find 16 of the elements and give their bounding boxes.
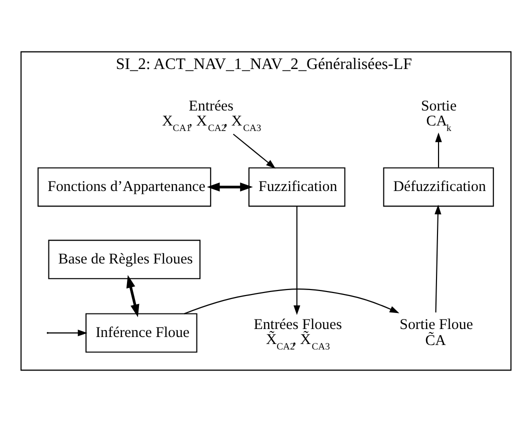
arrow [434,204,442,312]
node-box: Fonctions d’Appartenance [38,167,212,207]
node-text: Sortie Floue C̃A [400,316,473,349]
arrow [232,134,276,169]
node-text: Entrées Floues X̃$_{CA2}$, X̃$_{CA3}$ [254,316,342,352]
node-text: Sortie CA$_{k}$ [420,98,457,134]
arrow [294,206,300,315]
arrow [126,274,140,318]
arrow [206,182,253,192]
node-box: Défuzzification [383,167,494,207]
node-box: Base de Règles Floues [48,240,200,280]
node-box: Fuzzification [248,167,346,207]
arrow [435,132,442,168]
arrow [48,330,88,336]
arrow [184,288,400,314]
node-box: Inférence Floue [85,313,198,353]
